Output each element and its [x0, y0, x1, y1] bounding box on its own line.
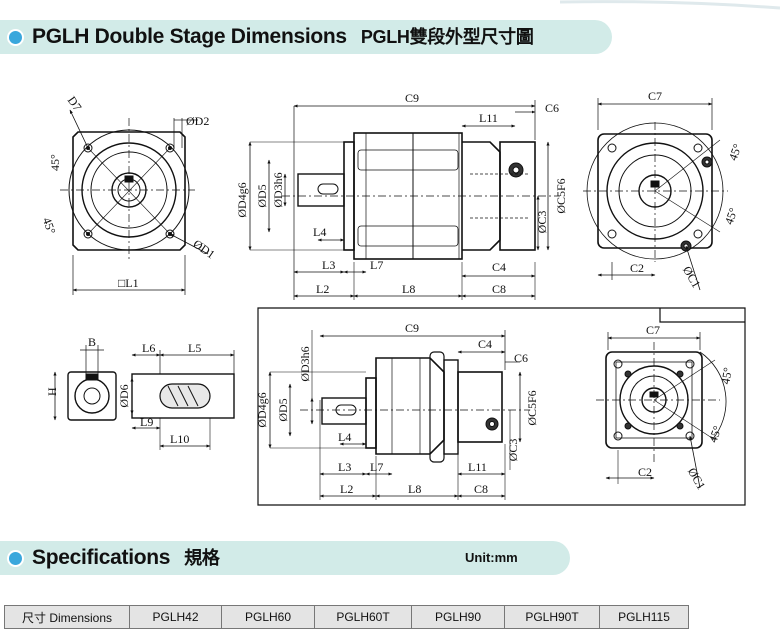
table-header-row: 尺寸 Dimensions PGLH42 PGLH60 PGLH60T PGLH…	[4, 605, 689, 629]
dim-label: ØD5	[276, 398, 290, 421]
dim-label: ØC3	[535, 211, 549, 234]
dim-label: ØD2	[186, 114, 209, 128]
front-view	[60, 109, 209, 295]
decorative-swoosh	[560, 0, 780, 10]
dim-label: C4	[478, 337, 492, 351]
dim-label: 45°	[726, 142, 745, 163]
dim-label: ØC1	[680, 264, 703, 291]
title-en: Specifications	[32, 546, 171, 569]
bullet-icon	[7, 29, 24, 46]
dim-label: ØD1	[190, 237, 217, 262]
dim-label: 45°	[722, 206, 741, 227]
section-banner-specifications: Specifications 規格 Unit:mm	[0, 541, 570, 575]
column-header: PGLH60T	[314, 605, 412, 629]
dim-label: C6	[514, 351, 528, 365]
dim-label: C9	[405, 91, 419, 105]
dim-label: ØC5F6	[525, 390, 539, 425]
column-header: 尺寸 Dimensions	[4, 605, 130, 629]
unit-label: Unit:mm	[465, 550, 518, 565]
dim-label: L9	[140, 415, 153, 429]
alternate-design-frame	[257, 307, 746, 506]
dim-label: C6	[545, 101, 559, 115]
dim-label: ØD3h6	[271, 172, 285, 207]
bottom-rear-view	[596, 332, 727, 489]
dim-label: 45°	[48, 154, 62, 171]
column-header: PGLH42	[129, 605, 222, 629]
dim-label: B	[88, 335, 96, 349]
dim-label: L8	[408, 482, 421, 496]
dim-label: L3	[338, 460, 351, 474]
dim-label: L4	[313, 225, 326, 239]
dim-label: ØD3h6	[298, 346, 312, 381]
dim-label: ØD6	[117, 384, 131, 407]
dim-label: C8	[492, 282, 506, 296]
column-header: PGLH90T	[504, 605, 600, 629]
bullet-icon	[7, 550, 24, 567]
dim-label: L2	[316, 282, 329, 296]
dim-label: ØC5F6	[554, 178, 568, 213]
rear-view	[583, 98, 728, 291]
dim-label: L5	[188, 341, 201, 355]
dim-label: L11	[468, 460, 487, 474]
column-header: PGLH115	[599, 605, 689, 629]
dim-label: C7	[646, 323, 660, 337]
dim-label: 45°	[40, 215, 59, 236]
bottom-side-view	[268, 330, 530, 500]
dim-label: C7	[648, 89, 662, 103]
dim-label: ØD4g6	[255, 392, 269, 427]
dim-label: L7	[370, 258, 383, 272]
section-banner-dimensions: PGLH Double Stage Dimensions PGLH雙段外型尺寸圖	[0, 20, 612, 54]
dim-label: ØC1	[685, 465, 708, 492]
dim-label: ØD4g6	[235, 182, 249, 217]
dim-label: C2	[630, 261, 644, 275]
column-header: PGLH90	[411, 605, 505, 629]
section-title: Specifications 規格	[32, 544, 220, 570]
title-cn: PGLH雙段外型尺寸圖	[360, 27, 534, 47]
title-en: PGLH Double Stage Dimensions	[32, 25, 347, 48]
dim-label: C2	[638, 465, 652, 479]
specifications-table: 尺寸 Dimensions PGLH42 PGLH60 PGLH60T PGLH…	[4, 605, 689, 629]
dim-label: L3	[322, 258, 335, 272]
dim-label: C8	[474, 482, 488, 496]
column-header: PGLH60	[221, 605, 315, 629]
dim-label: L10	[170, 432, 189, 446]
dim-label: L8	[402, 282, 415, 296]
section-title: PGLH Double Stage Dimensions PGLH雙段外型尺寸圖	[32, 23, 534, 49]
dim-label: 45°	[718, 366, 735, 385]
dim-label: ØD5	[255, 184, 269, 207]
dim-label: D7	[65, 94, 85, 114]
dim-label: L6	[142, 341, 155, 355]
dim-label: C4	[492, 260, 506, 274]
dimension-drawing: D7 ØD2 45° 45° ØD1 □L1 C9 L11 C6 ØD4g6 Ø…	[40, 89, 746, 506]
dim-label: L4	[338, 430, 351, 444]
dim-label: H	[45, 387, 59, 396]
shaft-detail	[53, 345, 235, 450]
title-cn: 規格	[184, 548, 220, 568]
side-view	[248, 100, 560, 300]
dim-label: ØC3	[506, 439, 520, 462]
dim-label: L11	[479, 111, 498, 125]
dim-label: 45°	[706, 424, 725, 445]
dim-label: L2	[340, 482, 353, 496]
dim-label: L7	[370, 460, 383, 474]
dim-label: □L1	[118, 276, 139, 290]
dim-label: C9	[405, 321, 419, 335]
